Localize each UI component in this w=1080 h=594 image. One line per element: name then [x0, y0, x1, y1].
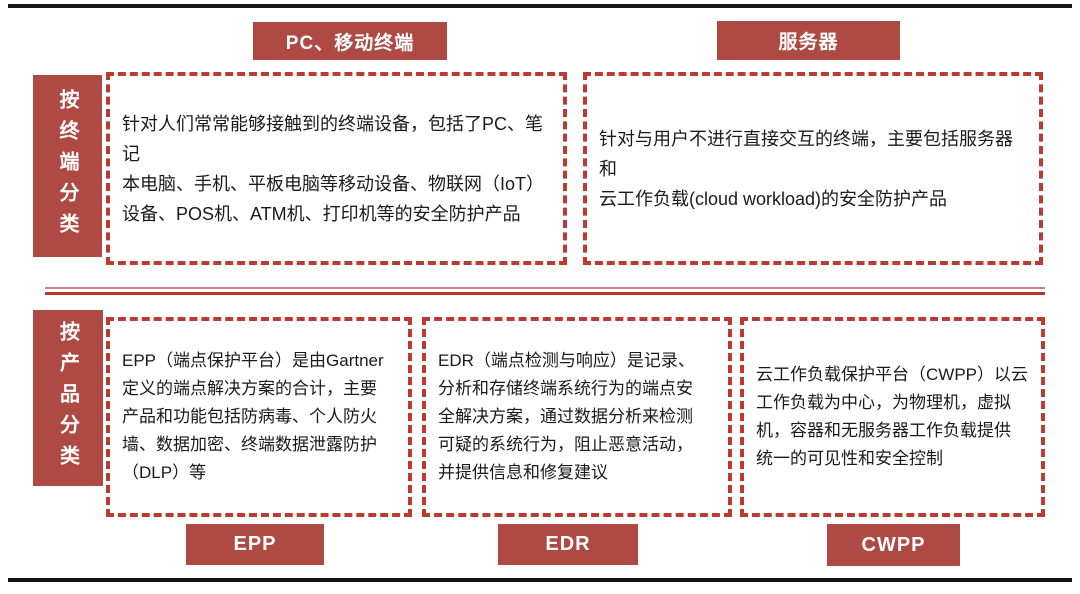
cwpp-description-text: 云工作负载保护平台（CWPP）以云 工作负载为中心，为物理机，虚拟 机，容器和无… — [756, 365, 1028, 468]
header-pc-mobile-terminal-label: PC、移动终端 — [285, 32, 415, 54]
epp-description-text: EPP（端点保护平台）是由Gartner 定义的端点解决方案的合计，主要 产品和… — [122, 351, 384, 482]
edr-description-text: EDR（端点检测与响应）是记录、 分析和存储终端系统行为的端点安 全解决方案，通… — [438, 351, 695, 482]
header-server-label: 服务器 — [778, 32, 839, 53]
box-cwpp-description: 云工作负载保护平台（CWPP）以云 工作负载为中心，为物理机，虚拟 机，容器和无… — [740, 317, 1045, 517]
box-edr-description: EDR（端点检测与响应）是记录、 分析和存储终端系统行为的端点安 全解决方案，通… — [422, 317, 732, 517]
server-description-text: 针对与用户不进行直接交互的终端，主要包括服务器和 云工作负载(cloud wor… — [599, 128, 1013, 209]
bottom-rule — [8, 578, 1072, 582]
tag-edr-label: EDR — [545, 533, 591, 555]
tag-cwpp-label: CWPP — [861, 533, 926, 556]
box-server-description: 针对与用户不进行直接交互的终端，主要包括服务器和 云工作负载(cloud wor… — [583, 72, 1043, 265]
tag-cwpp: CWPP — [827, 524, 960, 566]
box-epp-description: EPP（端点保护平台）是由Gartner 定义的端点解决方案的合计，主要 产品和… — [106, 317, 412, 517]
tag-epp: EPP — [186, 524, 324, 565]
tag-epp-label: EPP — [233, 533, 277, 555]
box-pc-mobile-description: 针对人们常常能够接触到的终端设备，包括了PC、笔记 本电脑、手机、平板电脑等移动… — [106, 72, 567, 265]
tag-edr: EDR — [498, 524, 638, 565]
top-rule — [8, 4, 1072, 8]
pc-mobile-description-text: 针对人们常常能够接触到的终端设备，包括了PC、笔记 本电脑、手机、平板电脑等移动… — [122, 113, 545, 224]
side-label-by-terminal: 按终端分类 — [33, 75, 102, 257]
header-server: 服务器 — [717, 21, 900, 60]
side-label-by-product: 按产品分类 — [33, 310, 103, 486]
section-divider-double-line — [45, 287, 1045, 295]
header-pc-mobile-terminal: PC、移动终端 — [253, 22, 447, 60]
